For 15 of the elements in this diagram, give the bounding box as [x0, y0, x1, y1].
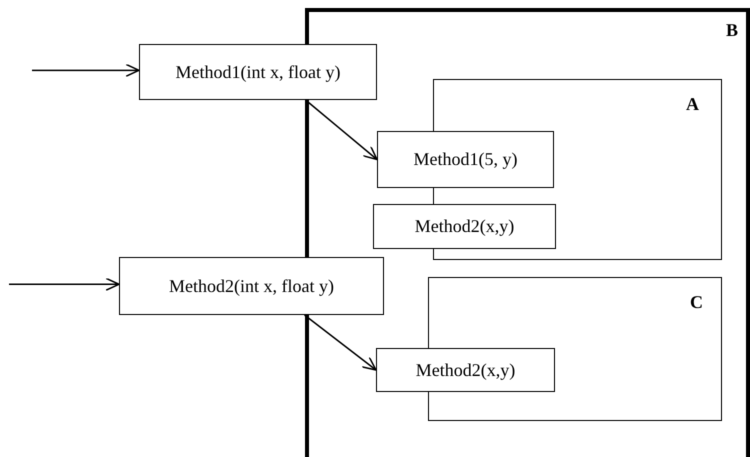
arrow: [9, 278, 120, 291]
method-signature: Method2(x,y): [416, 360, 516, 380]
frame-label: A: [686, 94, 699, 115]
method-box: [377, 131, 554, 188]
method-box: [376, 348, 555, 392]
method-signature: Method1(5, y): [414, 149, 518, 170]
method-box: [119, 257, 384, 315]
method-box: [139, 44, 377, 100]
method-signature: Method2(x,y): [414, 216, 514, 237]
arrow: [32, 64, 140, 78]
frame-label: B: [726, 20, 738, 41]
method-signature: Method1(int x, float y): [176, 62, 340, 82]
method-box: [373, 204, 556, 249]
method-signature: Method2(int x, float y): [169, 276, 334, 296]
frame-label: C: [690, 292, 703, 313]
